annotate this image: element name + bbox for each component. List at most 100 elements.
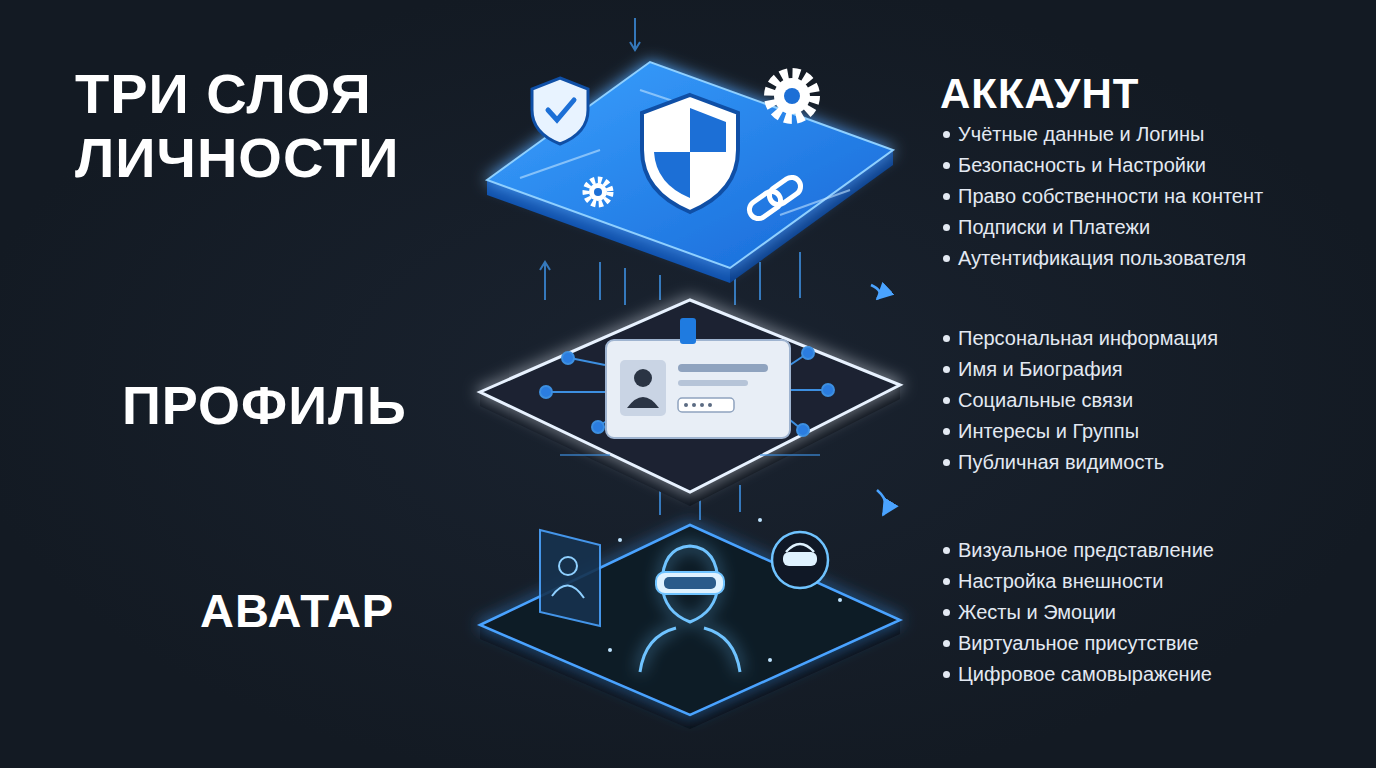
- avatar-plate: [783, 552, 817, 566]
- profile-plate: [592, 421, 604, 433]
- identity-layer: ПРОФИЛЬПерсональная информацияИмя и Биог…: [478, 300, 903, 488]
- profile-plate: [700, 403, 704, 407]
- avatar-plate: [768, 658, 772, 662]
- profile-plate: [678, 398, 734, 412]
- account-plate: [774, 78, 810, 114]
- profile-plate: [680, 318, 696, 344]
- avatar-plate: [786, 544, 814, 552]
- bullet-dot: [943, 366, 950, 373]
- bullet-item: Публичная видимость: [958, 450, 1164, 474]
- diagram-title: ТРИ СЛОЯ ЛИЧНОСТИ: [75, 62, 455, 190]
- bullet-dot: [943, 193, 950, 200]
- profile-plate: [760, 454, 820, 456]
- wire-bundle: [659, 275, 661, 300]
- wire-bundle: [544, 262, 546, 300]
- account-plate: [766, 174, 804, 208]
- avatar-plate: [758, 518, 762, 522]
- profile-plate: [684, 403, 712, 407]
- avatar-plate: [838, 598, 842, 602]
- bullet-dot: [943, 397, 950, 404]
- profile-plate: [570, 358, 605, 365]
- avatar-plate: [559, 557, 577, 575]
- wire-bundle: [799, 252, 801, 298]
- avatar-plate: [608, 648, 612, 652]
- bullet-item: Имя и Биография: [958, 357, 1123, 381]
- bullet-dot: [943, 459, 950, 466]
- bullet-item: Социальные связи: [958, 388, 1133, 412]
- profile-plate: [480, 300, 900, 506]
- avatar-plate: [480, 518, 900, 729]
- wire-bundle: [739, 485, 741, 512]
- layer-heading: АВАТАР: [200, 584, 394, 638]
- profile-plate: [692, 403, 696, 407]
- account-plate: [520, 150, 600, 178]
- layer-arrow: [871, 285, 880, 299]
- bullet-item: Жесты и Эмоции: [958, 600, 1116, 624]
- avatar-plate: [552, 585, 584, 598]
- avatar-plate: [608, 518, 842, 662]
- account-plate: [487, 62, 893, 283]
- avatar-plate: [618, 538, 622, 542]
- bullet-item: Персональная информация: [958, 326, 1218, 350]
- account-plate: [589, 183, 607, 201]
- account-plate: [586, 180, 610, 204]
- bullet-dot: [943, 255, 950, 262]
- account-plate: [642, 95, 738, 212]
- profile-plate: [560, 454, 820, 456]
- bullet-item: Безопасность и Настройки: [958, 153, 1206, 177]
- bullet-item: Виртуальное присутствие: [958, 631, 1199, 655]
- profile-plate: [627, 397, 659, 408]
- avatar-plate: [640, 628, 740, 672]
- account-plate: [690, 108, 726, 152]
- account-plate: [654, 152, 690, 198]
- bullet-item: Право собственности на контент: [958, 184, 1263, 208]
- profile-plate: [678, 364, 768, 372]
- wire-bundle: [540, 262, 550, 270]
- profile-plate: [797, 424, 809, 436]
- identity-layer: АВАТАРВизуальное представлениеНастройка …: [478, 516, 903, 716]
- bullet-dot: [943, 162, 950, 169]
- profile-plate: [606, 340, 790, 438]
- bullet-item: Интересы и Группы: [958, 419, 1139, 443]
- profile-plate: [802, 347, 814, 359]
- account-plate: [784, 88, 800, 104]
- wire-bundle: [634, 18, 636, 48]
- account-plate: [770, 74, 814, 118]
- bullet-dot: [943, 547, 950, 554]
- avatar-plate: [480, 525, 900, 715]
- profile-plate: [708, 403, 712, 407]
- layer-heading: ПРОФИЛЬ: [122, 374, 407, 436]
- bullet-item: Подписки и Платежи: [958, 215, 1150, 239]
- wire-bundle: [599, 262, 601, 300]
- bullet-item: Настройка внешности: [958, 569, 1163, 593]
- profile-plate: [540, 386, 552, 398]
- bullet-item: Аутентификация пользователя: [958, 246, 1246, 270]
- wire-bundle: [630, 42, 640, 50]
- layer-heading: АККАУНТ: [940, 70, 1139, 118]
- bullet-dot: [943, 335, 950, 342]
- account-plate: [487, 62, 893, 268]
- wire-bundle: [624, 268, 626, 305]
- identity-layer: АККАУНТУчётные данные и ЛогиныБезопаснос…: [487, 55, 897, 283]
- bullet-dot: [943, 131, 950, 138]
- profile-plate: [480, 300, 900, 492]
- wire-bundle: [759, 262, 761, 300]
- bullet-dot: [943, 578, 950, 585]
- layer-arrow: [877, 490, 886, 515]
- avatar-plate: [664, 577, 716, 589]
- profile-plate: [684, 403, 688, 407]
- bullet-item: Визуальное представление: [958, 538, 1214, 562]
- profile-plate: [548, 391, 605, 393]
- profile-plate: [678, 380, 748, 386]
- avatar-plate: [772, 532, 828, 588]
- avatar-plate: [640, 546, 740, 672]
- bullet-dot: [943, 609, 950, 616]
- bullet-item: Цифровое самовыражение: [958, 662, 1212, 686]
- profile-plate: [562, 352, 574, 364]
- profile-plate: [634, 369, 652, 387]
- avatar-plate: [662, 546, 718, 622]
- bullet-dot: [943, 671, 950, 678]
- profile-plate: [790, 389, 825, 391]
- bullet-dot: [943, 224, 950, 231]
